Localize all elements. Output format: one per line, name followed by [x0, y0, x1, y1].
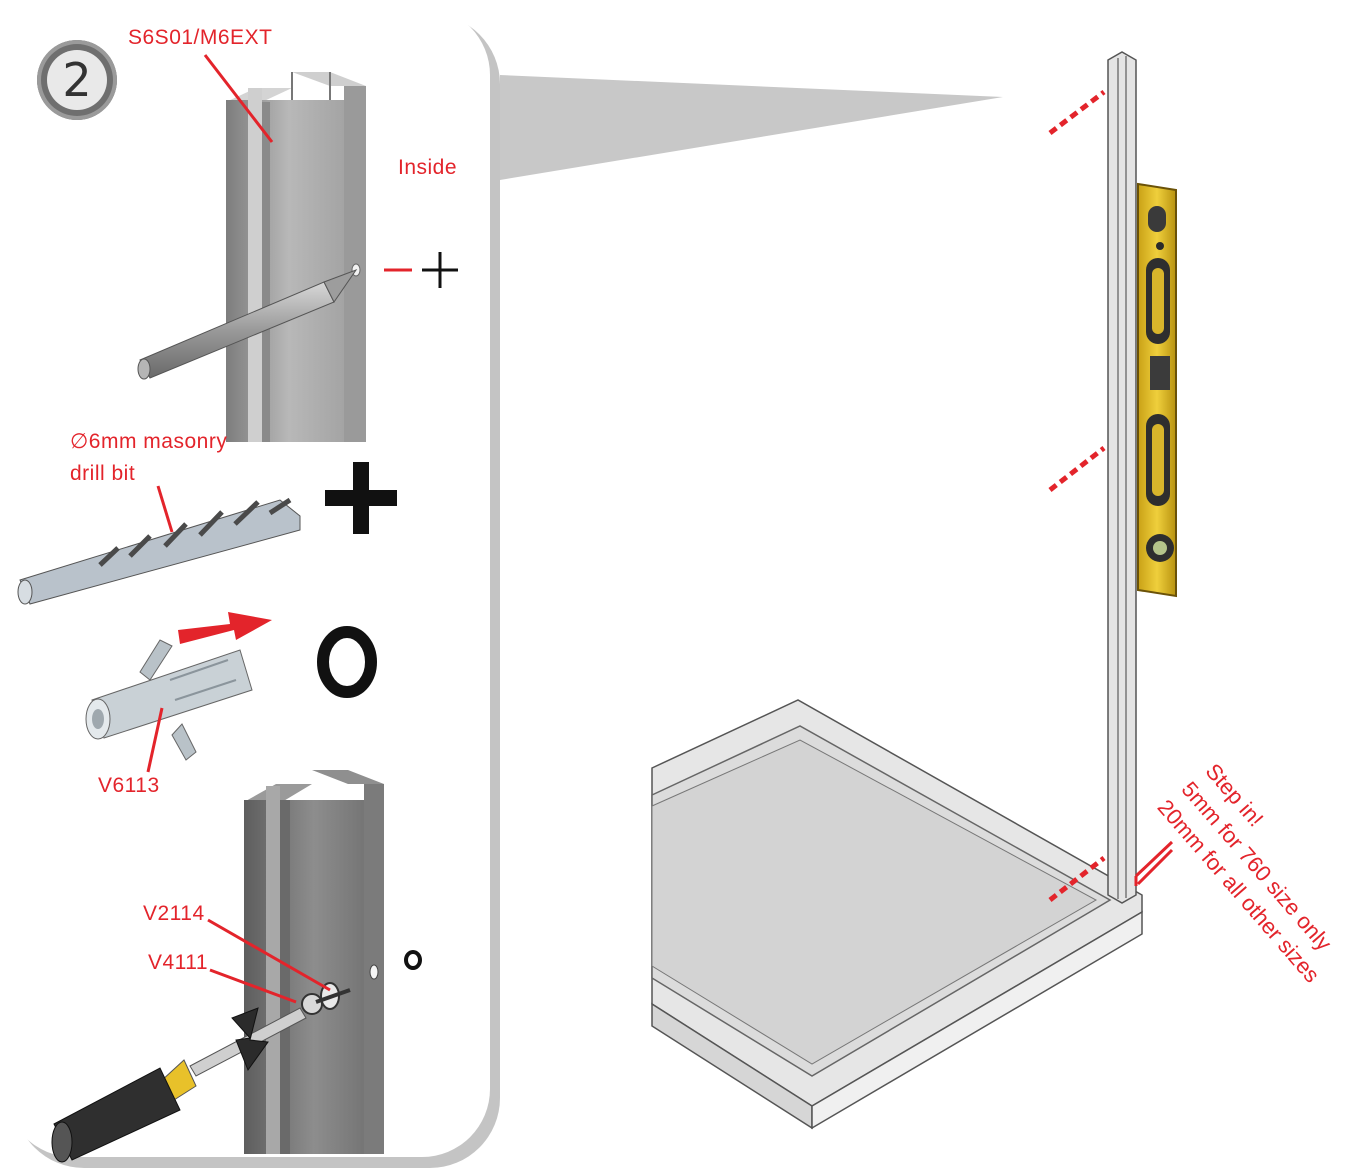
screw-code-label: V2114	[143, 902, 205, 925]
drill-hole-symbol	[317, 626, 377, 698]
rotation-arrow	[231, 1007, 269, 1072]
pencil-mark-symbol	[384, 252, 458, 288]
wall-profile	[1107, 51, 1137, 904]
profile-lower	[244, 770, 384, 1154]
plug-code-label: V6113	[98, 774, 160, 797]
drill-bit	[17, 497, 301, 605]
wall-plug	[85, 639, 253, 761]
wall-marks	[1048, 90, 1106, 902]
plug-leader	[146, 707, 164, 773]
profile-code-leader	[203, 54, 274, 143]
spirit-level	[1137, 182, 1177, 598]
drill-bit-label-line2: drill bit	[70, 462, 136, 485]
drill-bit-leader	[156, 485, 174, 533]
step-number-badge: 2	[37, 40, 117, 120]
callout-wedge	[500, 75, 1003, 180]
profile-code-label: S6S01/M6EXT	[128, 26, 273, 49]
screw-hole-symbol	[404, 950, 422, 970]
screw-code-leader	[207, 918, 331, 992]
profile-upper	[226, 72, 366, 442]
shower-tray	[651, 699, 1143, 1130]
insert-arrow	[178, 612, 272, 644]
washer-code-label: V4111	[148, 951, 209, 974]
step-number: 2	[47, 50, 107, 110]
washer-code-leader	[209, 968, 297, 1004]
step-in-bracket	[1134, 840, 1174, 886]
inside-label: Inside	[398, 156, 458, 179]
screw-and-washer	[301, 982, 351, 1015]
plus-symbol	[325, 462, 397, 534]
pencil	[137, 268, 358, 380]
drill-bit-label-line1: ∅6mm masonry	[70, 430, 228, 453]
